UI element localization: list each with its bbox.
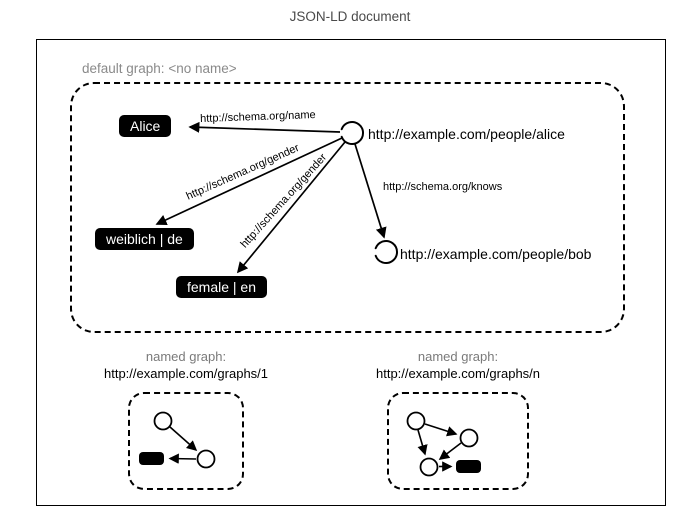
literal-alice: Alice bbox=[119, 115, 172, 137]
named-graph-n-box bbox=[387, 392, 529, 490]
ngn-node-e bbox=[419, 457, 439, 477]
ng1-literal-box bbox=[139, 452, 164, 465]
named-graph-1-box bbox=[128, 392, 244, 490]
named-graph-n-caption: named graph: bbox=[417, 349, 499, 364]
ng1-node-b bbox=[196, 449, 216, 469]
named-graph-1-caption: named graph: bbox=[145, 349, 227, 364]
edge-gender-de-arrow bbox=[155, 137, 343, 226]
ngn-edge-c-d bbox=[424, 423, 458, 437]
default-graph-box bbox=[70, 82, 625, 333]
edge-knows-label: http://schema.org/knows bbox=[383, 181, 503, 193]
alice-node-uri: http://example.com/people/alice bbox=[368, 126, 565, 142]
literal-female-en: female | en bbox=[176, 276, 268, 298]
bob-node-uri: http://example.com/people/bob bbox=[400, 246, 592, 262]
alice-node-circle bbox=[340, 121, 364, 145]
default-graph-label: default graph: <no name> bbox=[82, 61, 237, 76]
ngn-edge-c-e bbox=[417, 429, 428, 456]
edge-name-label: http://schema.org/name bbox=[200, 109, 316, 125]
edge-gender-en-arrow bbox=[236, 141, 346, 274]
ng1-edge-a-b bbox=[169, 426, 198, 452]
ng1-node-a bbox=[153, 411, 173, 431]
ng1-edge-b-literal bbox=[168, 453, 197, 464]
named-graph-1-uri: http://example.com/graphs/1 bbox=[103, 366, 269, 381]
edge-name-arrow bbox=[188, 121, 341, 133]
document-border bbox=[36, 39, 666, 506]
ngn-edge-d-e bbox=[438, 442, 462, 460]
literal-weiblich-de: weiblich | de bbox=[95, 228, 194, 250]
named-graph-n-uri: http://example.com/graphs/n bbox=[375, 366, 541, 381]
ngn-node-c bbox=[406, 411, 426, 431]
diagram-title: JSON-LD document bbox=[289, 9, 411, 24]
bob-node-circle bbox=[374, 240, 398, 264]
ngn-node-d bbox=[459, 428, 479, 448]
edge-knows-arrow bbox=[354, 143, 387, 239]
ngn-literal-box bbox=[456, 460, 481, 473]
